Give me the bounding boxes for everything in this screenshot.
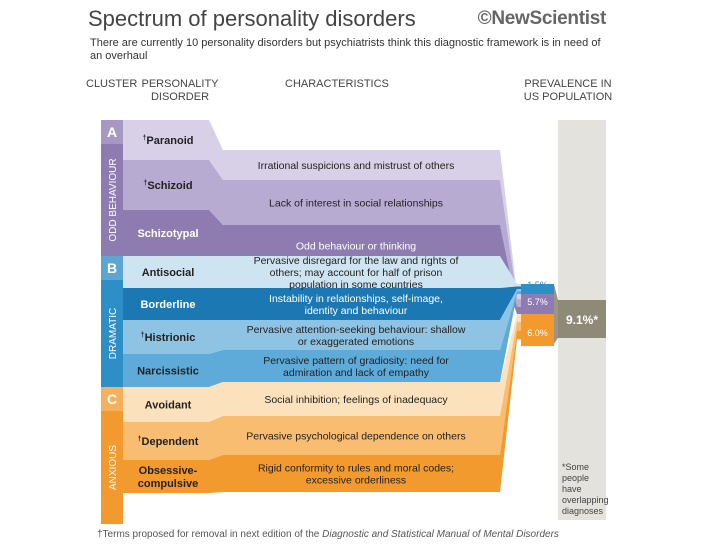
cluster-header: CLUSTER bbox=[86, 78, 138, 90]
prevalence-header-line2: US POPULATION bbox=[523, 91, 613, 103]
disorder-name-schizoid: †Schizoid bbox=[143, 180, 192, 192]
cluster-c-letter: C bbox=[107, 391, 117, 407]
total-prevalence-connector bbox=[554, 284, 558, 344]
footnote-manual-title: Diagnostic and Statistical Manual of Men… bbox=[322, 529, 559, 540]
total-prevalence-label: 9.1%* bbox=[566, 313, 598, 327]
characteristic-narcissistic-line1: Pervasive pattern of gradiosity: need fo… bbox=[263, 355, 449, 367]
disorder-name-obsessive-compulsive-line2: compulsive bbox=[138, 478, 199, 490]
flow-band-paranoid bbox=[123, 120, 521, 300]
characteristics-header: CHARACTERISTICS bbox=[285, 78, 389, 90]
characteristic-antisocial-line2: others; may account for half of prison bbox=[270, 267, 443, 279]
dagger-mark: † bbox=[141, 332, 145, 339]
disorder-name-text: Schizoid bbox=[147, 180, 192, 192]
disorder-name-borderline: Borderline bbox=[140, 299, 195, 311]
characteristic-dependent-line1: Pervasive psychological dependence on ot… bbox=[246, 431, 465, 443]
prevalence-label-cluster-a: 5.7% bbox=[527, 297, 548, 307]
disorder-header: PERSONALITY DISORDER bbox=[140, 78, 220, 104]
prevalence-header-line1: PREVALENCE IN bbox=[524, 78, 612, 90]
flow-band-narcissistic bbox=[123, 291, 521, 387]
disorder-name-schizotypal: Schizotypal bbox=[137, 228, 198, 240]
disorder-name-dependent: †Dependent bbox=[138, 436, 199, 448]
characteristic-histrionic-line2: or exaggerated emotions bbox=[298, 336, 414, 348]
characteristic-borderline-line1: Instability in relationships, self-image… bbox=[269, 293, 443, 305]
subtitle: There are currently 10 personality disor… bbox=[90, 37, 601, 62]
cluster-c-name: ANXIOUS bbox=[108, 445, 119, 490]
footnote-text: †Terms proposed for removal in next edit… bbox=[97, 529, 323, 540]
disorder-name-histrionic: †Histrionic bbox=[141, 332, 196, 344]
prevalence-header: PREVALENCE IN US POPULATION bbox=[520, 78, 616, 104]
characteristic-antisocial-line1: Pervasive disregard for the law and righ… bbox=[254, 255, 459, 267]
flow-band-obsessive-compulsive bbox=[123, 330, 521, 493]
new-scientist-logo: ©NewScientist bbox=[477, 8, 607, 29]
disorder-name-text: Dependent bbox=[142, 436, 199, 448]
cluster-c-letter-box bbox=[101, 387, 123, 411]
characteristic-narcissistic-line2: admiration and lack of empathy bbox=[283, 367, 430, 379]
disorder-name-text: Paranoid bbox=[146, 135, 193, 147]
footnote: †Terms proposed for removal in next edit… bbox=[97, 529, 559, 540]
flow-band-borderline bbox=[123, 286, 521, 320]
characteristic-antisocial-line3: population in some countries bbox=[289, 279, 423, 291]
cluster-a-letter-box bbox=[101, 120, 123, 144]
flow-band-antisocial bbox=[123, 256, 521, 288]
disorder-name-text: Histrionic bbox=[145, 332, 196, 344]
flow-band-dependent bbox=[123, 321, 521, 460]
characteristic-schizotypal-line1: Odd behaviour or thinking bbox=[296, 241, 416, 253]
flow-band-avoidant bbox=[123, 314, 521, 422]
characteristic-obsessive-compulsive-line1: Rigid conformity to rules and moral code… bbox=[258, 463, 454, 475]
disorder-name-antisocial: Antisocial bbox=[142, 267, 195, 279]
prevalence-label-cluster-c: 6.0% bbox=[527, 328, 548, 338]
prevalence-bar-cluster-c bbox=[521, 314, 554, 346]
disorder-header-line2: DISORDER bbox=[150, 91, 210, 103]
dagger-mark: † bbox=[143, 135, 147, 142]
dagger-mark: † bbox=[138, 436, 142, 443]
characteristic-schizoid-line1: Lack of interest in social relationships bbox=[269, 198, 443, 210]
cluster-a-bar bbox=[101, 120, 123, 256]
characteristic-avoidant-line1: Social inhibition; feelings of inadequac… bbox=[264, 394, 448, 406]
cluster-a-letter: A bbox=[107, 124, 117, 140]
cluster-a-name: ODD BEHAVIOUR bbox=[108, 158, 119, 241]
characteristic-borderline-line2: identity and behaviour bbox=[305, 305, 408, 317]
overlap-note: *Some people have overlapping diagnoses bbox=[562, 462, 609, 516]
flow-band-schizoid bbox=[123, 160, 521, 307]
dagger-mark: † bbox=[143, 180, 147, 187]
characteristic-paranoid-line1: Irrational suspicions and mistrust of ot… bbox=[258, 160, 455, 172]
flow-band-histrionic bbox=[123, 289, 521, 354]
cluster-b-bar bbox=[101, 256, 123, 387]
prevalence-bar-cluster-a bbox=[521, 294, 554, 314]
cluster-b-letter-box bbox=[101, 256, 123, 280]
disorder-name-avoidant: Avoidant bbox=[145, 400, 192, 412]
disorder-name-narcissistic: Narcissistic bbox=[137, 366, 199, 378]
prevalence-label-cluster-b: 1.5% bbox=[527, 280, 548, 290]
characteristic-obsessive-compulsive-line2: excessive orderliness bbox=[306, 475, 406, 487]
cluster-c-bar bbox=[101, 387, 123, 524]
disorder-header-line1: PERSONALITY bbox=[141, 78, 219, 90]
characteristic-histrionic-line1: Pervasive attention-seeking behaviour: s… bbox=[247, 324, 466, 336]
page-title: Spectrum of personality disorders bbox=[88, 6, 416, 31]
total-prevalence-box bbox=[558, 300, 606, 338]
disorder-name-obsessive-compulsive-line1: Obsessive- bbox=[139, 465, 198, 477]
cluster-b-letter: B bbox=[107, 260, 117, 276]
cluster-b-name: DRAMATIC bbox=[108, 308, 119, 359]
prevalence-bar-cluster-b bbox=[521, 284, 554, 294]
disorder-name-paranoid: †Paranoid bbox=[143, 135, 194, 147]
